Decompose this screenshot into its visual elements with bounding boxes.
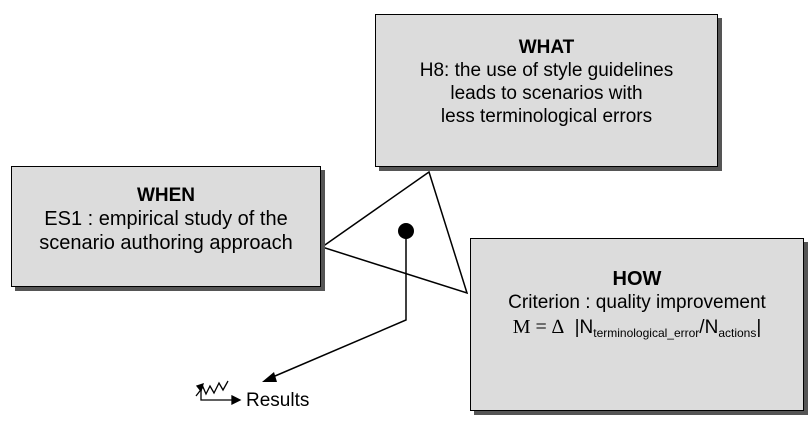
when-line: scenario authoring approach [39,232,293,254]
what-box: WHAT H8: the use of style guidelines lea… [375,14,718,167]
metric-denominator-sub: actions [718,326,757,340]
how-criterion: Criterion : quality improvement [508,292,766,313]
what-line: H8: the use of style guidelines [419,60,674,81]
when-title: WHEN [136,185,196,206]
results-icon [195,380,242,406]
goal-triangle [320,170,469,295]
how-box: HOW Criterion : quality improvement M = … [470,238,804,411]
metric-prefix: M = ∆ [512,316,565,338]
what-line: less terminological errors [440,106,653,127]
how-title: HOW [612,268,662,290]
when-box: WHEN ES1 : empirical study of the scenar… [11,166,321,287]
what-line: leads to scenarios with [450,83,643,104]
metric-numerator: N [579,317,594,338]
metric-denominator: N [704,317,719,338]
results-label: Results [246,390,310,411]
when-line: ES1 : empirical study of the [44,208,288,230]
how-metric: M = ∆ |Nterminological_error/Nactions| [512,316,762,340]
what-title: WHAT [518,37,575,58]
results-arrowhead [262,372,277,382]
metric-numerator-sub: terminological_error [593,326,700,340]
results-connector [267,231,407,380]
